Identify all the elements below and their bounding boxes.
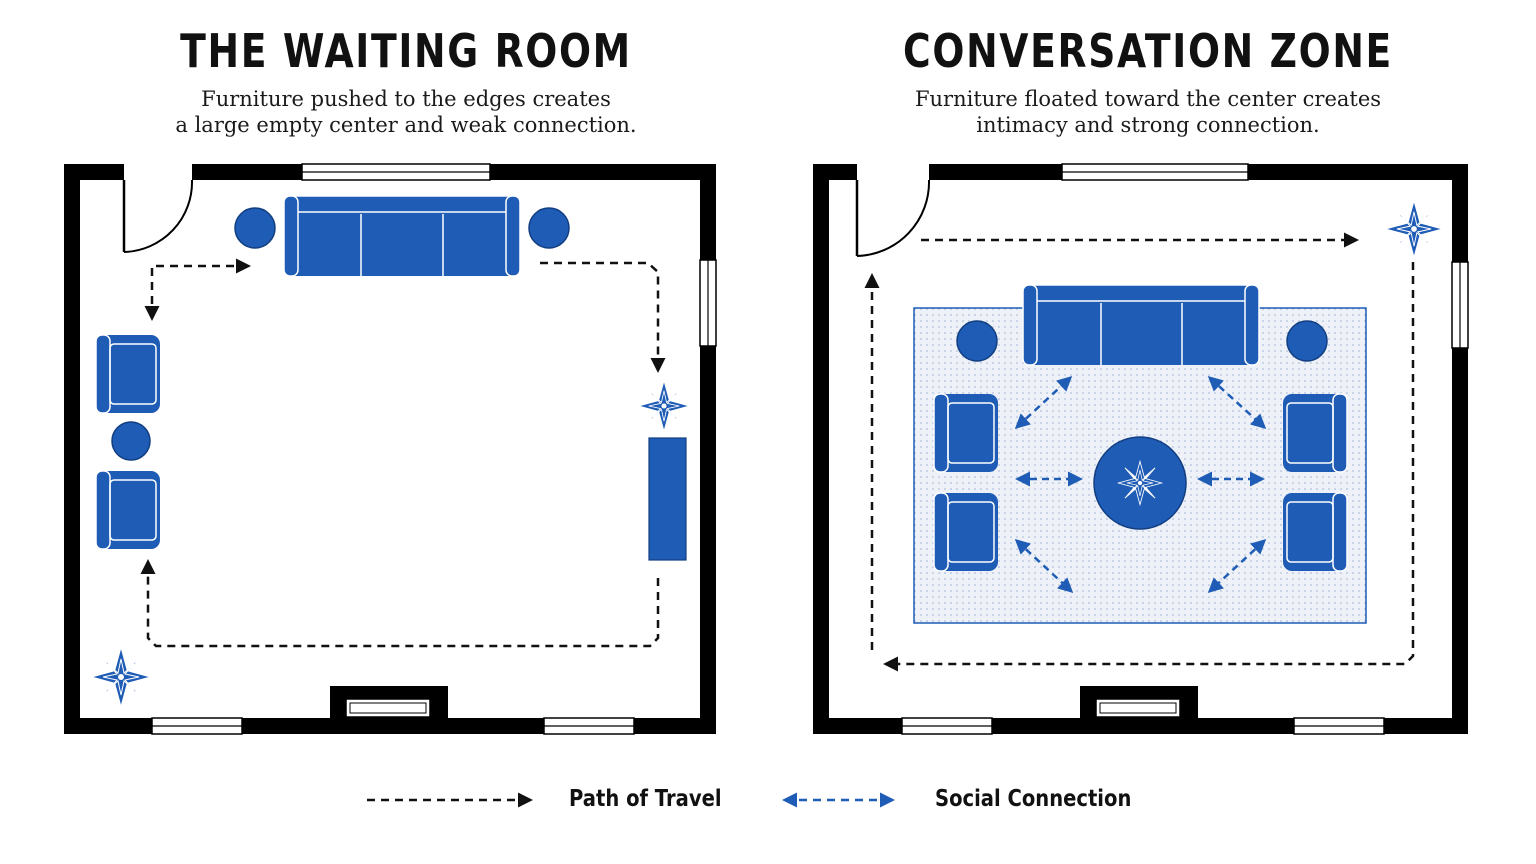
armchair-icon bbox=[95, 470, 161, 550]
armchair-icon bbox=[933, 393, 999, 473]
conversation-zone-plan bbox=[813, 163, 1469, 735]
conversation-zone-subtitle-line-2: intimacy and strong connection. bbox=[976, 113, 1320, 137]
waiting-room-plan bbox=[64, 163, 717, 735]
conversation-zone-social-arrows bbox=[1014, 375, 1267, 594]
waiting-room-subtitle-line-2: a large empty center and weak connection… bbox=[175, 113, 637, 137]
sofa-icon bbox=[283, 195, 521, 277]
side-table-icon bbox=[111, 421, 151, 461]
door-swing-icon bbox=[122, 179, 194, 253]
window-icon bbox=[301, 163, 491, 181]
plant-icon bbox=[90, 646, 152, 708]
side-table-icon bbox=[1286, 320, 1328, 362]
plant-icon bbox=[1117, 460, 1163, 506]
waiting-room-travel-path bbox=[140, 258, 666, 648]
door-swing-icon bbox=[855, 179, 931, 257]
waiting-room-subtitle-line-1: Furniture pushed to the edges creates bbox=[201, 87, 611, 111]
side-table-icon bbox=[956, 320, 998, 362]
armchair-icon bbox=[95, 334, 161, 414]
waiting-room-subtitle: Furniture pushed to the edges creates a … bbox=[56, 86, 756, 138]
conversation-zone-travel-path bbox=[864, 232, 1415, 672]
window-icon bbox=[543, 717, 635, 735]
window-icon bbox=[1293, 717, 1385, 735]
conversation-zone-title: CONVERSATION ZONE bbox=[903, 24, 1393, 78]
plant-icon bbox=[637, 379, 691, 433]
window-icon bbox=[901, 717, 993, 735]
armchair-icon bbox=[1282, 393, 1348, 473]
side-table-icon bbox=[528, 207, 570, 249]
fireplace-icon bbox=[1080, 686, 1198, 722]
plant-icon bbox=[1384, 199, 1444, 259]
fireplace-icon bbox=[330, 686, 448, 722]
sofa-icon bbox=[1022, 284, 1260, 366]
armchair-icon bbox=[933, 492, 999, 572]
side-table-icon bbox=[234, 207, 276, 249]
coffee-table-icon bbox=[1093, 436, 1187, 530]
console-table-icon bbox=[648, 437, 687, 561]
conversation-zone-subtitle: Furniture floated toward the center crea… bbox=[798, 86, 1498, 138]
window-icon bbox=[1061, 163, 1249, 181]
armchair-icon bbox=[1282, 492, 1348, 572]
waiting-room-title: THE WAITING ROOM bbox=[180, 24, 632, 78]
window-icon bbox=[151, 717, 243, 735]
conversation-zone-subtitle-line-1: Furniture floated toward the center crea… bbox=[914, 87, 1382, 111]
window-icon bbox=[699, 259, 717, 347]
legend-travel-label: Path of Travel bbox=[569, 786, 722, 812]
legend-social-label: Social Connection bbox=[935, 786, 1132, 812]
window-icon bbox=[1451, 261, 1469, 349]
